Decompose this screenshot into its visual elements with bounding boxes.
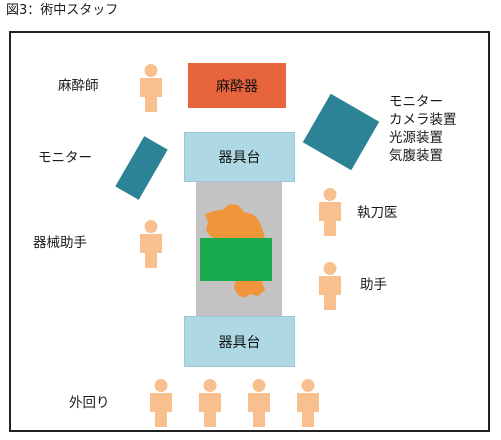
person-icon-circulating-3 [248, 379, 270, 427]
label-monitor-right-line-2: カメラ装置 [389, 112, 457, 128]
figure-title: 図3：術中スタッフ [6, 3, 119, 18]
label-monitor-right-line-4: 気腹装置 [389, 148, 443, 164]
person-icon-anesthesiologist [140, 64, 162, 112]
label-scrub-nurse: 器械助手 [33, 235, 87, 251]
label-monitor-right-line-1: モニター [389, 94, 443, 110]
anesthesia-machine: 麻酔器 [188, 63, 286, 108]
label-surgeon: 執刀医 [357, 205, 398, 221]
person-icon-circulating-2 [199, 379, 221, 427]
surgical-drape [200, 238, 272, 281]
person-icon-surgeon [319, 188, 341, 236]
person-icon-circulating-4 [297, 379, 319, 427]
person-icon-assistant [319, 262, 341, 310]
label-monitor-right: モニター カメラ装置 光源装置 気腹装置 [389, 93, 457, 165]
person-icon-scrub-nurse [140, 220, 162, 268]
label-anesthesiologist: 麻酔師 [58, 78, 99, 94]
label-assistant: 助手 [360, 277, 387, 293]
instrument-table-bottom: 器具台 [184, 316, 295, 367]
person-icon-circulating-1 [150, 379, 172, 427]
label-monitor-right-line-3: 光源装置 [389, 130, 443, 146]
label-circulating: 外回り [69, 395, 110, 411]
instrument-table-top: 器具台 [184, 132, 295, 182]
or-room-frame [9, 31, 490, 432]
label-monitor-left: モニター [38, 150, 92, 166]
